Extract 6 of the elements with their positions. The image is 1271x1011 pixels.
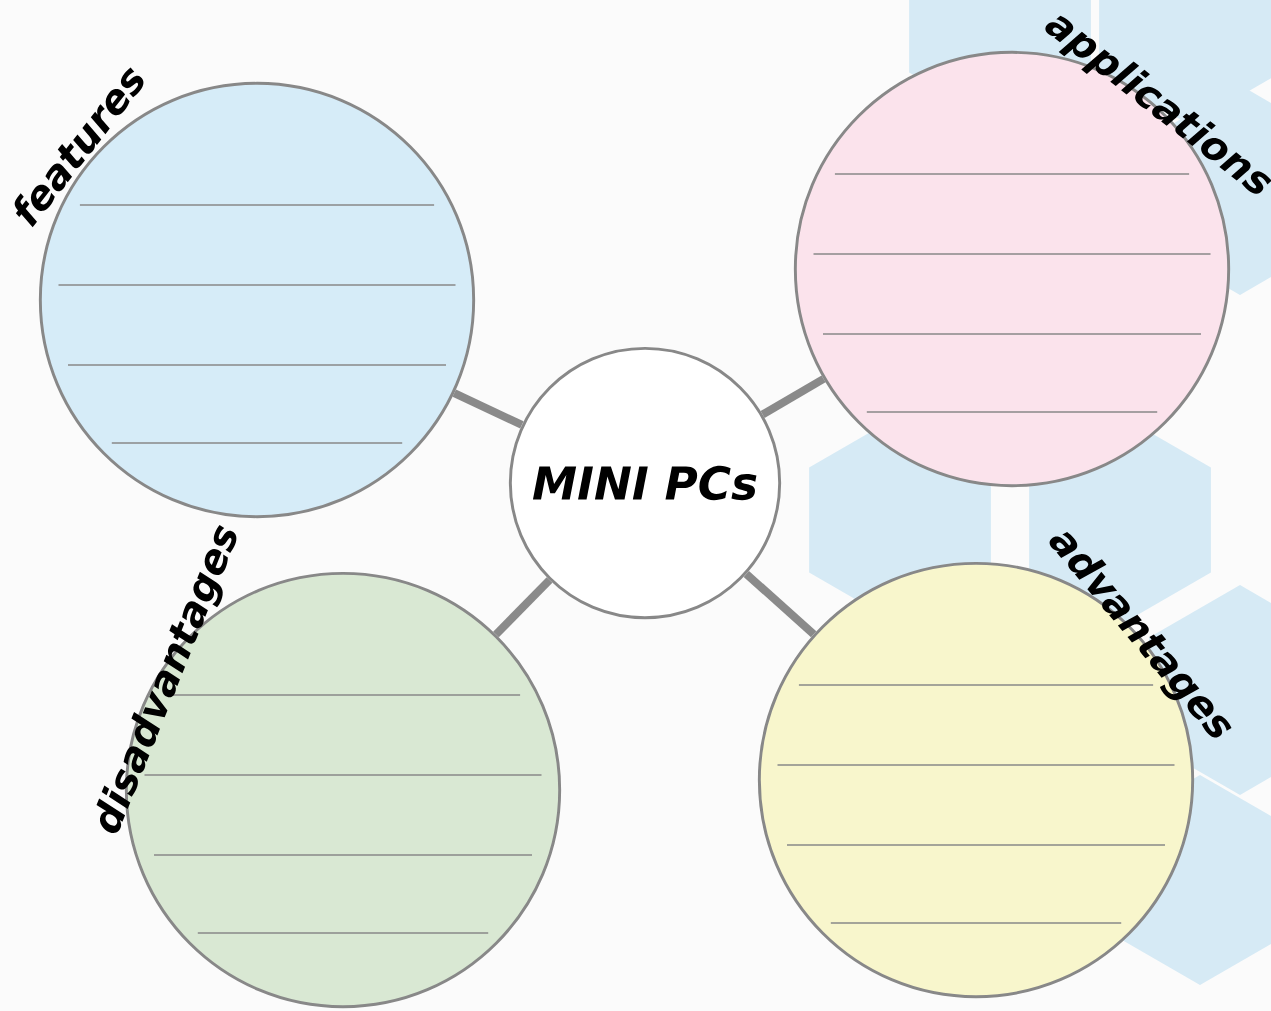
connector-line (452, 389, 524, 429)
connector-line (743, 570, 817, 638)
connector-line (493, 577, 553, 638)
topic-label: MINI PCs (532, 465, 757, 501)
connector-line (760, 375, 826, 418)
topic-circle (508, 346, 782, 620)
